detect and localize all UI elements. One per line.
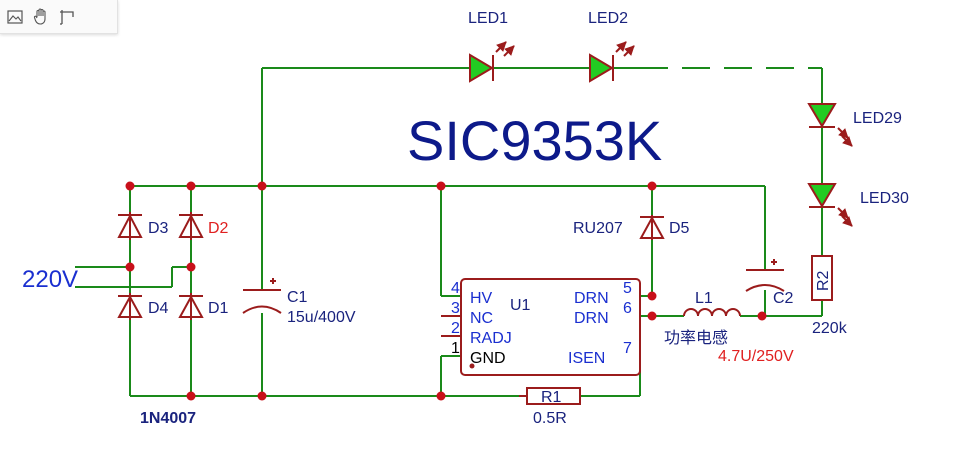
u1-pin3-name: NC bbox=[470, 310, 493, 327]
led-led2[interactable] bbox=[589, 41, 635, 83]
inductor-l1[interactable] bbox=[683, 308, 741, 317]
led29-label: LED29 bbox=[853, 110, 902, 127]
l1-desc-label: 功率电感 bbox=[664, 329, 728, 347]
r1-value-label: 0.5R bbox=[533, 410, 567, 427]
bridge-part-label: 1N4007 bbox=[140, 410, 196, 427]
r1-ref-label: R1 bbox=[541, 389, 562, 406]
u1-pin2-name: RADJ bbox=[470, 330, 512, 347]
led-led30[interactable] bbox=[807, 183, 853, 227]
c1-value-label: 15u/400V bbox=[287, 309, 356, 326]
u1-pin4-name: HV bbox=[470, 290, 493, 307]
ic-u1[interactable] bbox=[441, 278, 641, 376]
r2-ref-label: R2 bbox=[815, 270, 832, 291]
u1-pin4-num: 4 bbox=[451, 280, 460, 297]
u1-pin2-num: 2 bbox=[451, 320, 460, 337]
image-icon[interactable] bbox=[4, 6, 26, 28]
diode-d1[interactable] bbox=[178, 293, 204, 320]
input-voltage-label: 220V bbox=[22, 266, 78, 293]
l1-ref-label: L1 bbox=[695, 290, 713, 307]
schematic-title: SIC9353K bbox=[407, 109, 662, 172]
junctions bbox=[125, 181, 767, 401]
diode-d2[interactable] bbox=[178, 212, 204, 240]
r2-value-label: 220k bbox=[812, 320, 848, 337]
toolbar bbox=[0, 0, 118, 34]
c2-ref-label: C2 bbox=[773, 290, 794, 307]
u1-pin6-name: DRN bbox=[574, 310, 609, 327]
u1-ref-label: U1 bbox=[510, 297, 531, 314]
hand-icon[interactable] bbox=[30, 6, 52, 28]
led1-label: LED1 bbox=[468, 10, 508, 27]
c1-ref-label: C1 bbox=[287, 289, 308, 306]
capacitor-c1[interactable] bbox=[242, 278, 282, 314]
l1-value-label: 4.7U/250V bbox=[718, 348, 794, 365]
led2-label: LED2 bbox=[588, 10, 628, 27]
u1-pin7-num: 7 bbox=[623, 340, 632, 357]
crop-icon[interactable] bbox=[56, 6, 78, 28]
diode-d3[interactable] bbox=[117, 212, 143, 240]
u1-pin5-num: 5 bbox=[623, 280, 632, 297]
u1-pin3-num: 3 bbox=[451, 300, 460, 317]
u1-pin6-num: 6 bbox=[623, 300, 632, 317]
wires bbox=[75, 67, 823, 397]
diode-d5[interactable] bbox=[639, 215, 665, 240]
led30-label: LED30 bbox=[860, 190, 909, 207]
resistor-r1[interactable] bbox=[519, 387, 581, 405]
d5-label: D5 bbox=[669, 220, 690, 237]
u1-pin7-name: ISEN bbox=[568, 350, 605, 367]
d4-label: D4 bbox=[148, 300, 169, 317]
d2-label: D2 bbox=[208, 220, 229, 237]
u1-pin1-num: 1 bbox=[451, 340, 460, 357]
u1-pin5-name: DRN bbox=[574, 290, 609, 307]
led-led1[interactable] bbox=[469, 41, 515, 83]
d5-part-label: RU207 bbox=[573, 220, 623, 237]
d1-label: D1 bbox=[208, 300, 229, 317]
resistor-r2[interactable] bbox=[811, 255, 833, 301]
u1-pin1-name: GND bbox=[470, 350, 506, 367]
capacitor-c2[interactable] bbox=[745, 259, 785, 292]
d3-label: D3 bbox=[148, 220, 169, 237]
led-led29[interactable] bbox=[807, 103, 853, 147]
diode-d4[interactable] bbox=[117, 293, 143, 320]
